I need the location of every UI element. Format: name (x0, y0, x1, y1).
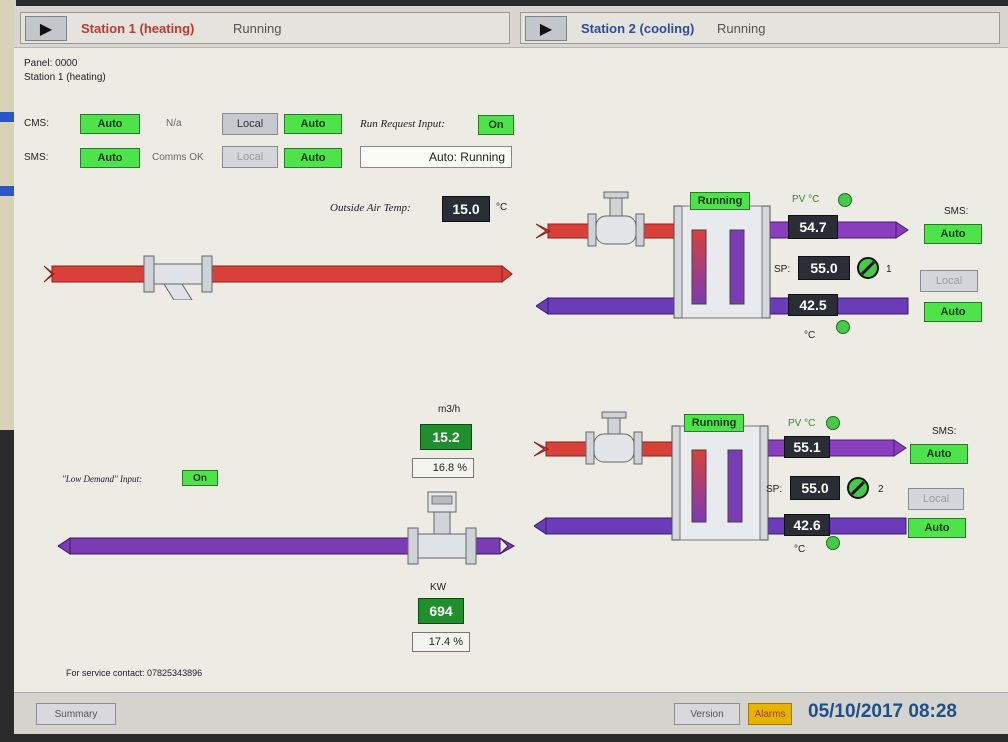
valve-icon (587, 191, 645, 247)
hx1-local-button[interactable]: Local (920, 270, 978, 292)
low-demand-value[interactable]: On (182, 470, 218, 486)
return-pipe (58, 491, 516, 565)
heat-exchanger-1 (536, 191, 909, 319)
service-contact: For service contact: 07825343896 (66, 668, 203, 678)
sms-note: Comms OK (152, 152, 204, 163)
hx2-auto-button[interactable]: Auto (908, 518, 966, 538)
tab-status: Running (717, 21, 766, 36)
hx1-auto-button[interactable]: Auto (924, 302, 982, 322)
hx2-sms-label: SMS: (932, 426, 957, 437)
hx1-status: Running (690, 192, 750, 210)
hx2-local-button[interactable]: Local (908, 488, 964, 510)
footer-bar: Summary Version Alarms 05/10/2017 08:28 (14, 692, 1008, 734)
power-percent: 17.4 % (412, 632, 470, 652)
valve-icon (585, 411, 643, 465)
power-unit: KW (430, 582, 447, 593)
background-bar (0, 112, 16, 122)
hx2-index: 2 (878, 484, 884, 495)
hx2-status: Running (684, 414, 744, 432)
hx1-sms-auto-button[interactable]: Auto (924, 224, 982, 244)
hx2-sp-label: SP: (766, 484, 783, 495)
hx1-sp-display[interactable]: 55.0 (798, 256, 850, 280)
hx1-return-display: 42.5 (788, 294, 838, 316)
status-indicator-icon (838, 193, 852, 207)
run-request-value[interactable]: On (478, 115, 514, 135)
flow-meter-icon (407, 491, 477, 565)
sms-label: SMS: (24, 152, 49, 163)
hx2-pv-display: 55.1 (784, 436, 830, 458)
outside-air-label: Outside Air Temp: (330, 202, 411, 214)
cms-auto-button[interactable]: Auto (284, 114, 342, 134)
hx1-pv-label: PV °C (792, 194, 820, 205)
cms-note: N/a (166, 118, 182, 129)
sms-mode-button[interactable]: Auto (80, 148, 140, 168)
play-icon[interactable]: ▶ (25, 16, 67, 41)
version-button[interactable]: Version (674, 703, 740, 725)
hx2-return-display: 42.6 (784, 514, 830, 536)
status-indicator-icon (826, 536, 840, 550)
hx1-return-unit: °C (804, 330, 816, 341)
panel-station: Station 1 (heating) (24, 72, 106, 83)
heat-exchanger-2 (534, 411, 907, 541)
outside-air-unit: °C (496, 202, 508, 213)
run-request-label: Run Request Input: (360, 118, 445, 130)
hx1-sp-label: SP: (774, 264, 791, 275)
hx1-index: 1 (886, 264, 892, 275)
no-entry-icon[interactable] (846, 476, 870, 500)
status-indicator-icon (836, 320, 850, 334)
hx2-sp-display[interactable]: 55.0 (790, 476, 840, 500)
cms-mode-button[interactable]: Auto (80, 114, 140, 134)
no-entry-icon[interactable] (856, 256, 880, 280)
hx2-sms-auto-button[interactable]: Auto (910, 444, 968, 464)
flow-percent: 16.8 % (412, 458, 474, 478)
sms-auto-button[interactable]: Auto (284, 148, 342, 168)
summary-button[interactable]: Summary (36, 703, 116, 725)
tab-title: Station 1 (heating) (81, 21, 195, 36)
strainer-icon (143, 255, 213, 300)
alarms-button[interactable]: Alarms (748, 703, 792, 725)
tab-station-1[interactable]: ▶ Station 1 (heating) Running (20, 12, 510, 44)
outside-air-display: 15.0 (442, 196, 490, 222)
run-request-status: Auto: Running (360, 146, 512, 168)
background-window-edge (0, 0, 16, 430)
hx2-pv-label: PV °C (788, 418, 816, 429)
hx1-pv-display: 54.7 (788, 215, 838, 239)
hmi-screen: ▶ Station 1 (heating) Running ▶ Station … (14, 6, 1008, 734)
cms-local-button[interactable]: Local (222, 113, 278, 135)
sms-local-button[interactable]: Local (222, 146, 278, 168)
background-bar (0, 186, 16, 196)
heating-pipe (44, 255, 513, 300)
power-display: 694 (418, 598, 464, 624)
low-demand-label: "Low Demand" Input: (62, 474, 143, 484)
tab-title: Station 2 (cooling) (581, 21, 695, 36)
cms-label: CMS: (24, 118, 49, 129)
panel-label: Panel: 0000 (24, 58, 78, 69)
header-bar: ▶ Station 1 (heating) Running ▶ Station … (14, 6, 1008, 48)
play-icon[interactable]: ▶ (525, 16, 567, 41)
tab-station-2[interactable]: ▶ Station 2 (cooling) Running (520, 12, 1000, 44)
tab-status: Running (233, 21, 282, 36)
hx1-sms-label: SMS: (944, 206, 969, 217)
status-indicator-icon (826, 416, 840, 430)
hx2-return-unit: °C (794, 544, 806, 555)
flow-unit: m3/h (438, 404, 461, 415)
flow-display: 15.2 (420, 424, 472, 450)
datetime-display: 05/10/2017 08:28 (808, 701, 957, 722)
